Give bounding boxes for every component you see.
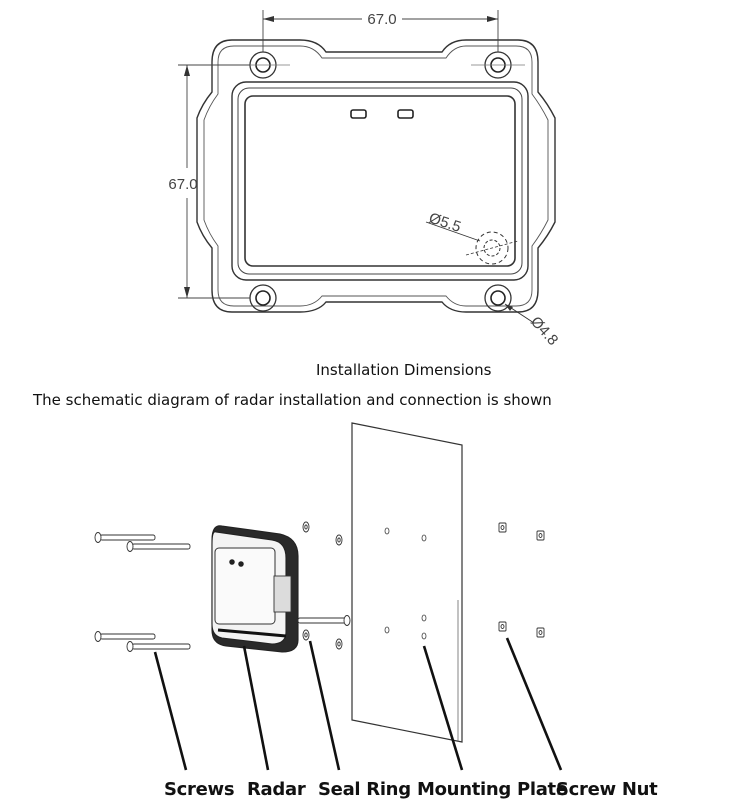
mounting-hole-bl [249, 284, 277, 312]
screw-4 [126, 641, 191, 652]
screw-1 [94, 532, 156, 543]
leader-radar [242, 645, 270, 771]
label-leaders [153, 637, 563, 771]
leader-seal-ring [308, 640, 341, 771]
width-dimension [262, 10, 499, 52]
width-dimension-label: 67.0 [367, 11, 396, 28]
radar-face-inner [244, 95, 516, 267]
height-dimension-label: 67.0 [168, 176, 197, 193]
installation-dimension-drawing: Ø5.5 Ø4.8 67.0 67.0 [168, 10, 561, 349]
radar-face-outer [231, 81, 529, 281]
indicator-slot-right [397, 109, 414, 119]
height-dimension [178, 64, 250, 299]
radar-unit [211, 525, 299, 653]
leader-screws [153, 651, 188, 771]
installation-dimensions-caption: Installation Dimensions [316, 361, 492, 379]
label-mounting-plate: Mounting Plate [417, 779, 568, 800]
housing-outline [196, 39, 556, 313]
screws-group [94, 532, 191, 652]
leader-mounting-plate [422, 645, 464, 771]
seal-rings [302, 521, 343, 650]
mounting-hole-br [484, 284, 512, 312]
screw-nuts [498, 522, 545, 638]
dia-large-leader [425, 221, 481, 242]
breather-hole [465, 231, 519, 265]
label-screws: Screws [164, 779, 235, 800]
screw-2 [126, 541, 191, 552]
indicator-slot-left [350, 109, 367, 119]
screw-3 [94, 631, 156, 642]
label-screw-nut: Screw Nut [556, 779, 658, 800]
label-seal-ring: Seal Ring [318, 779, 411, 800]
dia-large-label: Ø5.5 [427, 210, 463, 236]
connection-bolt [297, 615, 351, 626]
mounting-plate [351, 422, 463, 743]
dia-small-label: Ø4.8 [527, 313, 561, 349]
label-radar: Radar [247, 779, 306, 800]
leader-screw-nut [505, 637, 563, 771]
schematic-intro-text: The schematic diagram of radar installat… [33, 391, 552, 409]
